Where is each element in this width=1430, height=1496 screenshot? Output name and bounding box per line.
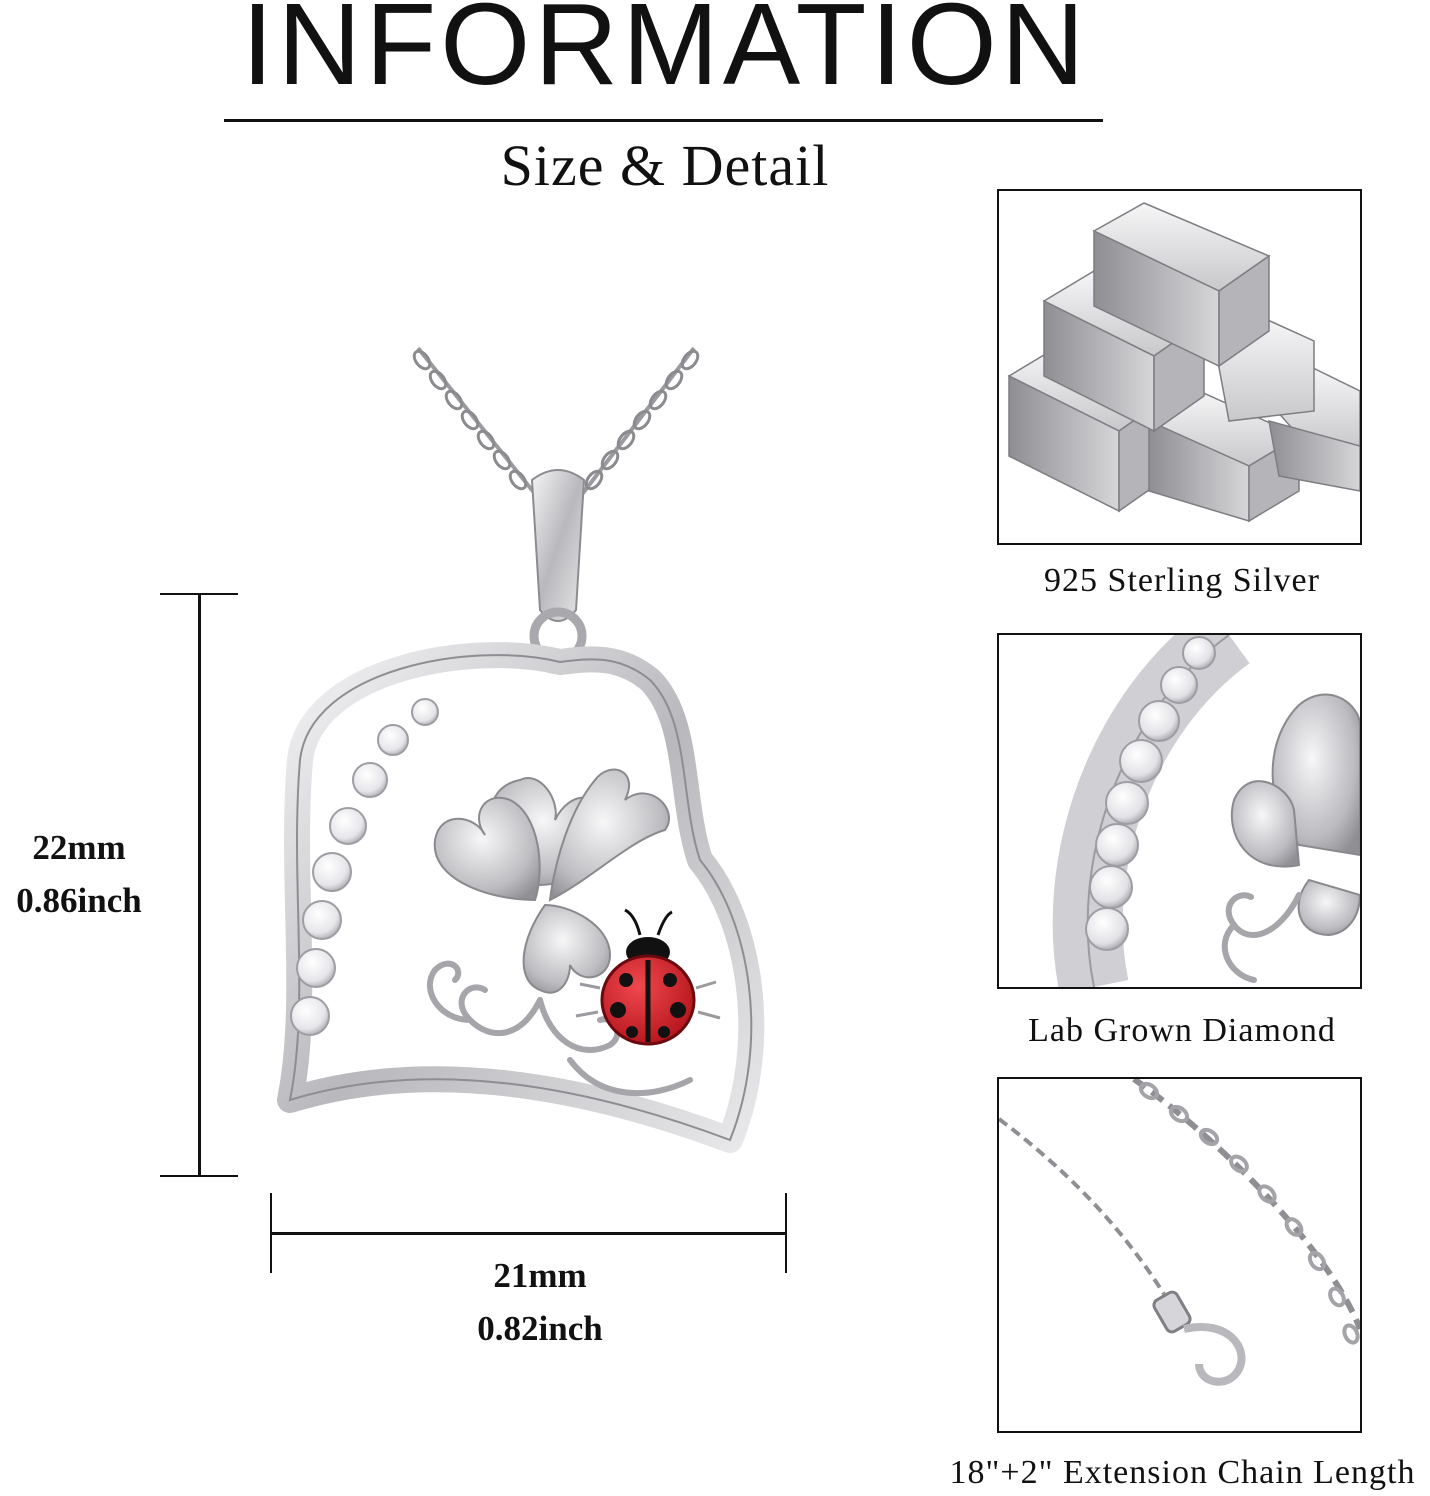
width-inch-text: 0.82inch [477, 1308, 603, 1348]
pendant-image [270, 340, 790, 1170]
height-dimension-line [198, 594, 201, 1176]
height-dimension-label: 22mm 0.86inch [0, 822, 158, 927]
height-inch-text: 0.86inch [16, 880, 142, 920]
width-dimension-line [272, 1232, 787, 1235]
height-dimension-tick-top [160, 593, 238, 595]
gem-row-icon [290, 698, 439, 1036]
four-leaf-clover-icon [433, 768, 670, 994]
chain-panel [997, 1077, 1362, 1433]
width-mm-text: 21mm [493, 1256, 587, 1295]
silver-bars-icon [1007, 202, 1360, 523]
ladybug-icon [575, 908, 721, 1046]
diamond-caption: Lab Grown Diamond [1028, 1012, 1336, 1049]
title-divider [224, 119, 1103, 122]
width-dimension-label: 21mm 0.82inch [440, 1250, 640, 1355]
silver-caption: 925 Sterling Silver [1044, 562, 1320, 599]
height-mm-text: 22mm [32, 828, 126, 867]
diamond-closeup-icon [1052, 635, 1360, 987]
silver-panel [997, 189, 1362, 545]
width-dimension-tick-right [785, 1193, 787, 1273]
chain-closeup-icon [999, 1079, 1360, 1386]
chain-caption: 18"+2" Extension Chain Length [949, 1454, 1416, 1491]
height-dimension-tick-bottom [160, 1175, 238, 1177]
chain-icon [412, 346, 700, 512]
width-dimension-tick-left [270, 1193, 272, 1273]
page-subtitle: Size & Detail [500, 133, 830, 198]
page-title: INFORMATION [241, 0, 1089, 109]
diamond-panel [997, 633, 1362, 989]
